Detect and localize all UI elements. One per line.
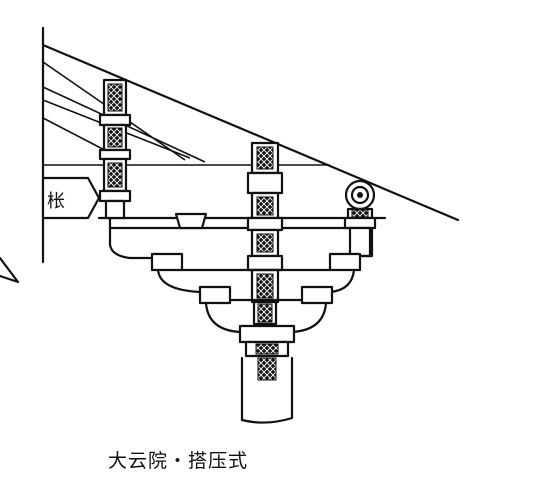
center-block-column: [246, 141, 284, 304]
column-shaft: [240, 356, 294, 424]
bracket-arms-tier-1: [108, 212, 374, 272]
purlin-end: [343, 179, 377, 258]
upper-beams: [97, 210, 387, 247]
bracket-arms-tier-3: [204, 301, 328, 334]
left-fragment: [0, 256, 20, 284]
diagram-caption: 大云院・搭压式: [108, 450, 249, 472]
bracket-arms-tier-2: [156, 268, 356, 305]
fangtou-beam-end: 枨: [41, 176, 101, 220]
main-bearing-block: [238, 300, 296, 381]
left-block-column: [98, 78, 132, 220]
fangtou-label: 枨: [47, 191, 65, 212]
